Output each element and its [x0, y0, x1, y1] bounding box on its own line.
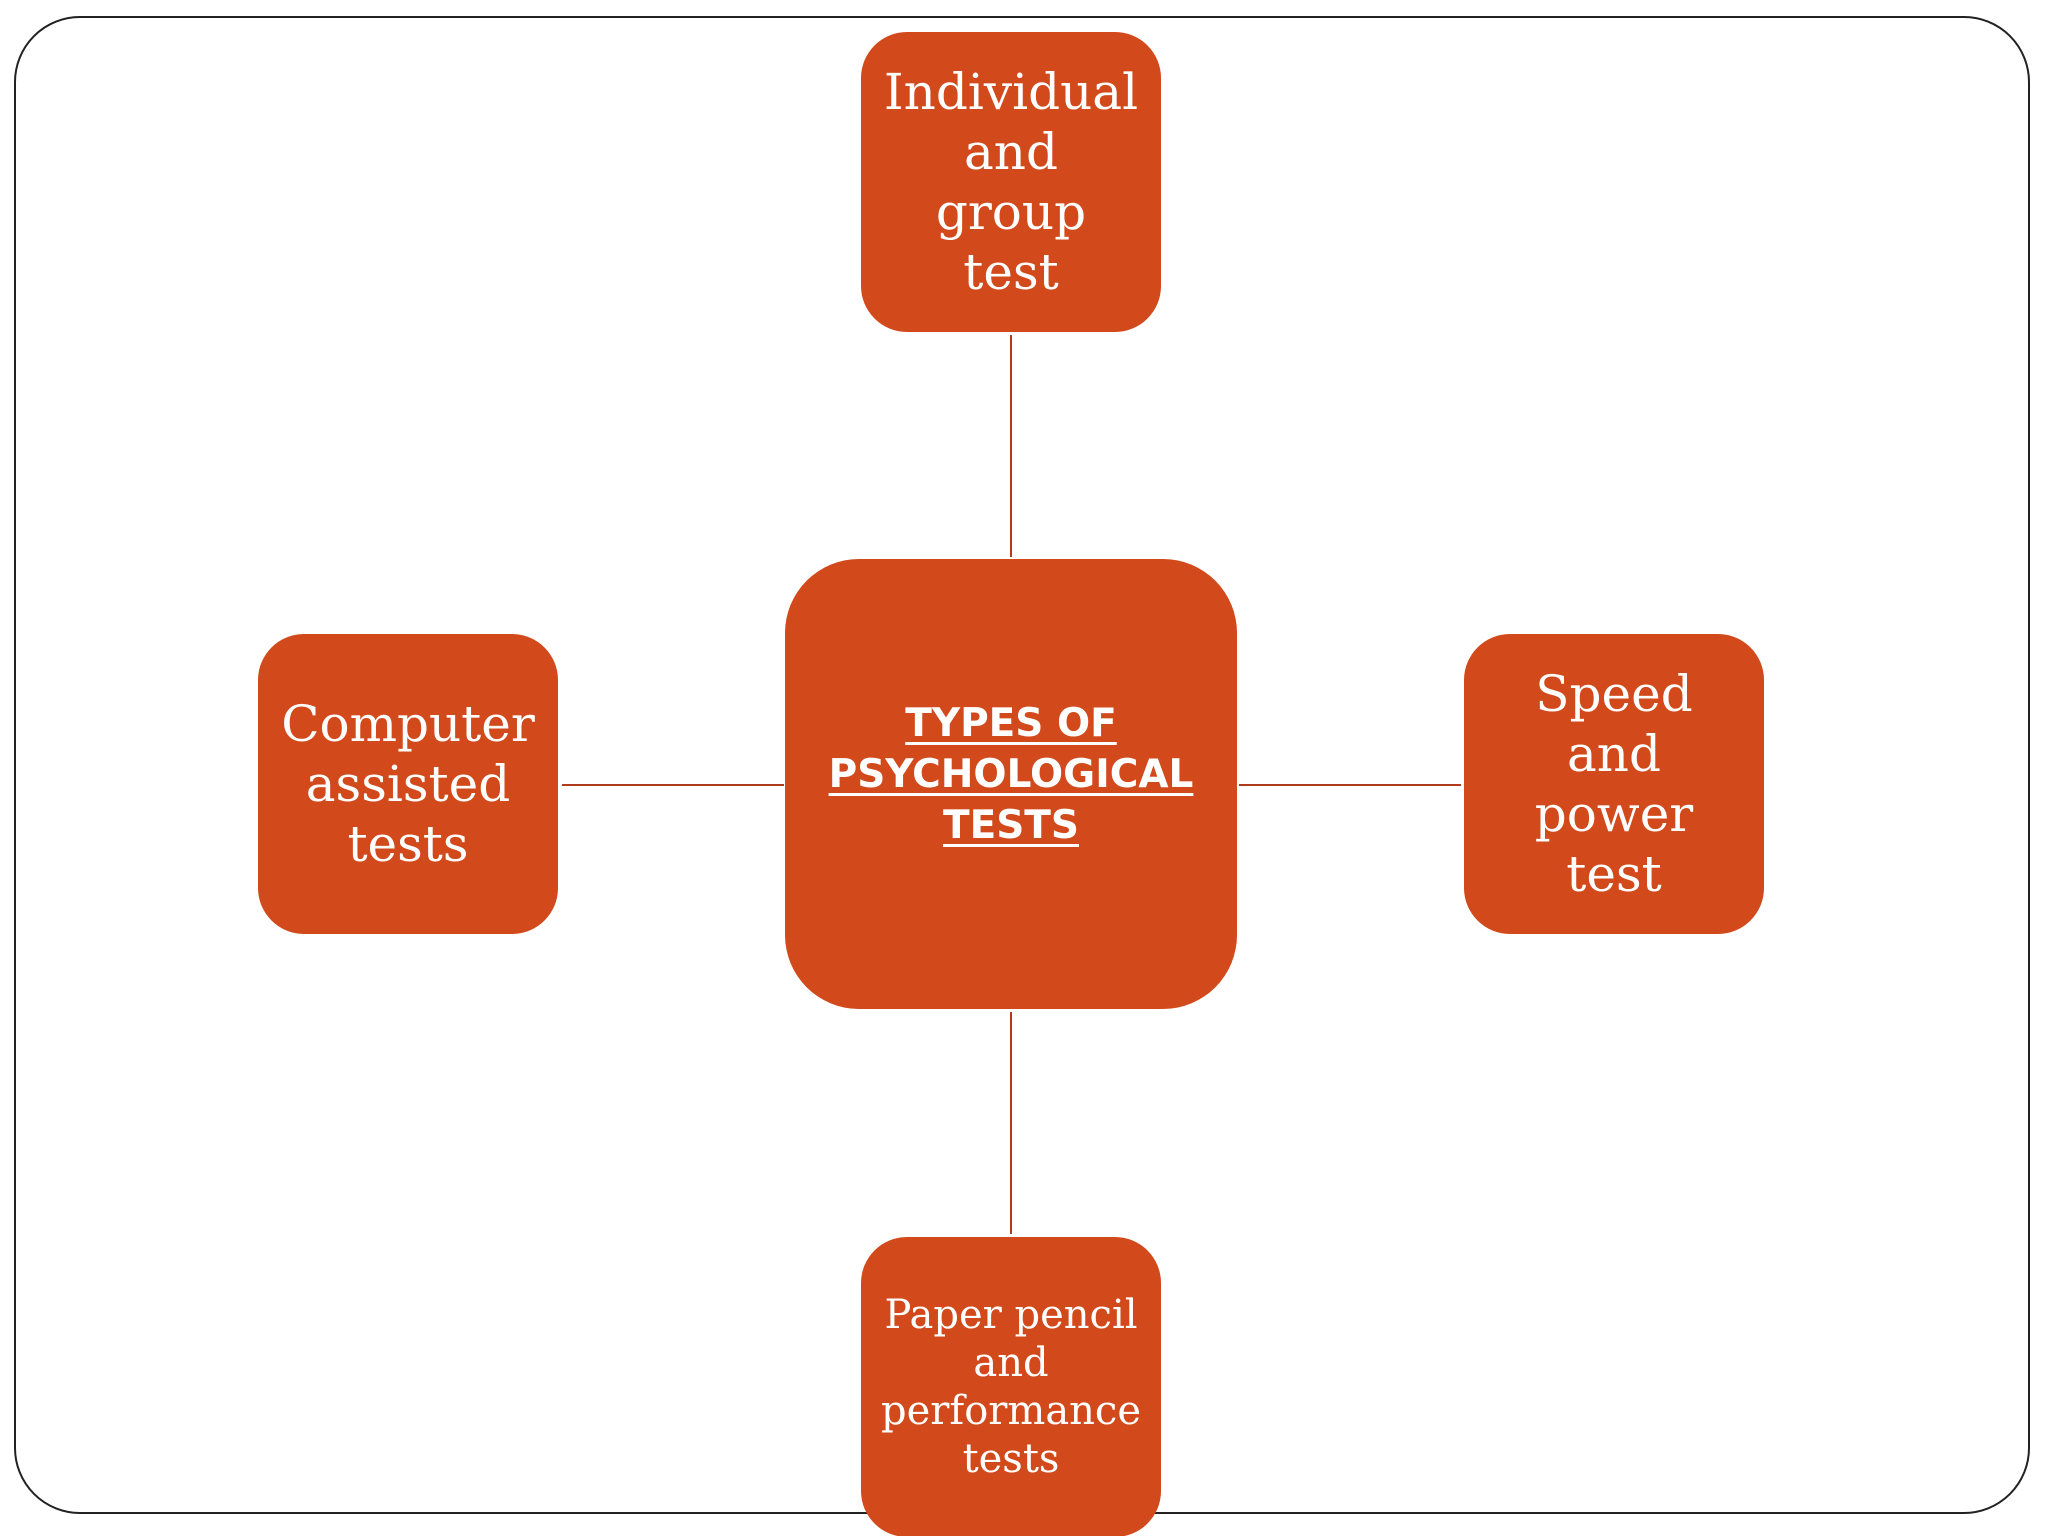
connector-top: [1010, 335, 1012, 557]
node-speed-power-test: Speed and power test: [1464, 634, 1764, 934]
node-center-types-of-psychological-tests: TYPES OF PSYCHOLOGICAL TESTS: [785, 559, 1237, 1009]
node-computer-assisted-tests: Computer assisted tests: [258, 634, 558, 934]
connector-left: [562, 784, 784, 786]
node-paper-pencil-performance-tests: Paper pencil and performance tests: [861, 1237, 1161, 1536]
center-label: TYPES OF PSYCHOLOGICAL TESTS: [828, 700, 1194, 848]
node-label: Individual and group test: [883, 63, 1139, 301]
connector-right: [1239, 784, 1461, 786]
node-label: Computer assisted tests: [281, 695, 535, 873]
node-individual-group-test: Individual and group test: [861, 32, 1161, 332]
connector-bottom: [1010, 1012, 1012, 1234]
node-label: Speed and power test: [1534, 665, 1694, 903]
node-label: Paper pencil and performance tests: [880, 1292, 1142, 1482]
